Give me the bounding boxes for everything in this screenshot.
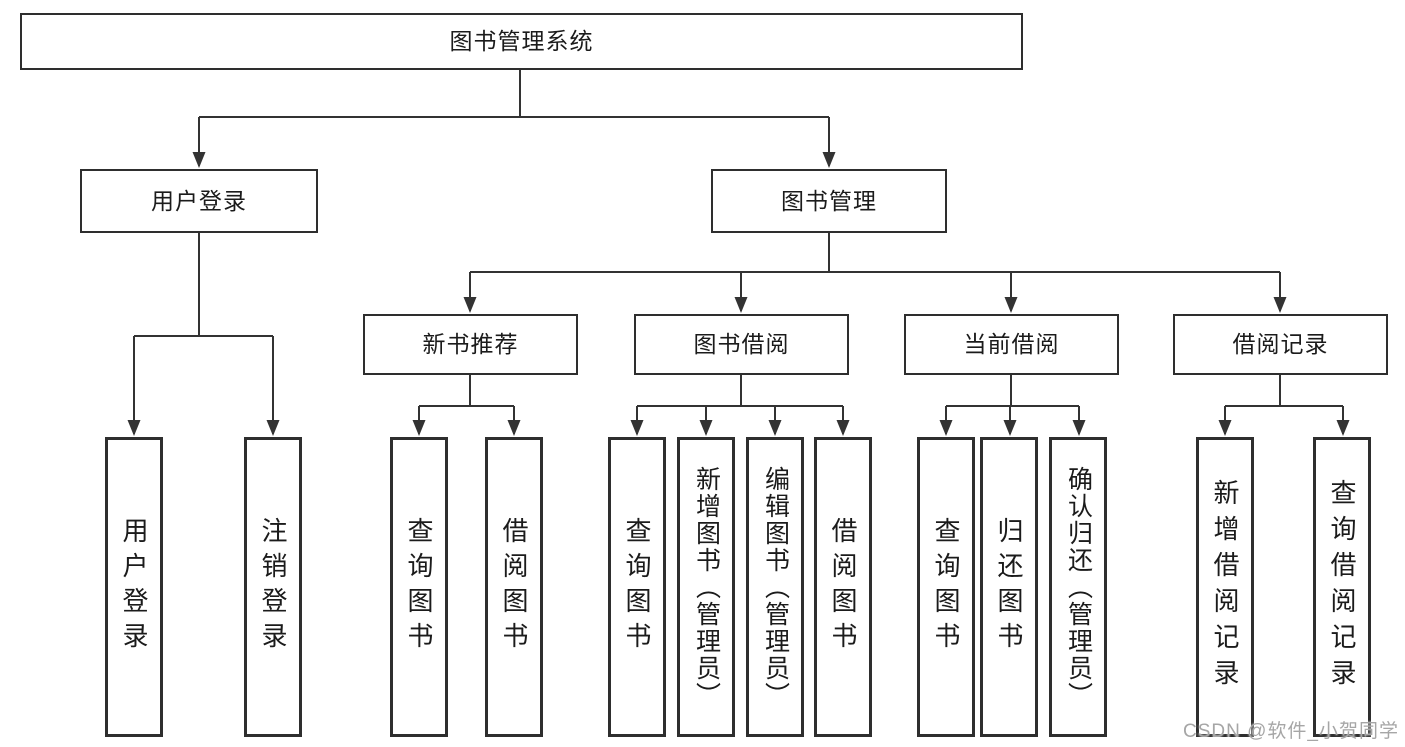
leaf-borrowing-edit-books-admin: 编辑图书（管理员） (746, 437, 804, 737)
leaf-label: 查询图书 (622, 517, 652, 657)
leaf-logout: 注销登录 (244, 437, 302, 737)
leaf-label: 查询借阅记录 (1327, 479, 1357, 695)
node-label: 图书借阅 (693, 331, 790, 357)
node-book-management: 图书管理 (711, 169, 947, 233)
leaf-current-query-books: 查询图书 (917, 437, 975, 737)
leaf-label: 借阅图书 (828, 517, 858, 657)
watermark: CSDN @软件_小贺同学 (1183, 721, 1399, 742)
leaf-records-query-borrow-record: 查询借阅记录 (1313, 437, 1371, 737)
node-current-borrowing: 当前借阅 (904, 314, 1119, 375)
leaf-label: 编辑图书（管理员） (761, 465, 790, 709)
leaf-records-add-borrow-record: 新增借阅记录 (1196, 437, 1254, 737)
node-label: 当前借阅 (963, 331, 1060, 357)
leaf-label: 新增图书（管理员） (692, 465, 721, 709)
node-label: 图书管理系统 (449, 28, 594, 54)
node-label: 新书推荐 (422, 331, 519, 357)
leaf-borrowing-query-books: 查询图书 (608, 437, 666, 737)
leaf-label: 注销登录 (258, 517, 288, 657)
leaf-label: 新增借阅记录 (1210, 479, 1240, 695)
node-user-login: 用户登录 (80, 169, 318, 233)
leaf-label: 借阅图书 (499, 517, 529, 657)
node-library-management-system: 图书管理系统 (20, 13, 1023, 70)
node-label: 用户登录 (151, 187, 247, 214)
leaf-label: 归还图书 (994, 517, 1024, 657)
leaf-label: 确认归还（管理员） (1064, 465, 1093, 709)
leaf-newbook-query-books: 查询图书 (390, 437, 448, 737)
node-book-borrowing: 图书借阅 (634, 314, 849, 375)
node-new-book-recommendation: 新书推荐 (363, 314, 578, 375)
node-borrowing-records: 借阅记录 (1173, 314, 1388, 375)
leaf-current-return-books: 归还图书 (980, 437, 1038, 737)
leaf-newbook-borrow-books: 借阅图书 (485, 437, 543, 737)
leaf-user-login: 用户登录 (105, 437, 163, 737)
leaf-current-confirm-return-admin: 确认归还（管理员） (1049, 437, 1107, 737)
node-label: 图书管理 (781, 187, 877, 214)
leaf-label: 用户登录 (119, 517, 149, 657)
leaf-borrowing-borrow-books: 借阅图书 (814, 437, 872, 737)
leaf-borrowing-add-books-admin: 新增图书（管理员） (677, 437, 735, 737)
leaf-label: 查询图书 (931, 517, 961, 657)
node-label: 借阅记录 (1232, 331, 1329, 357)
leaf-label: 查询图书 (404, 517, 434, 657)
